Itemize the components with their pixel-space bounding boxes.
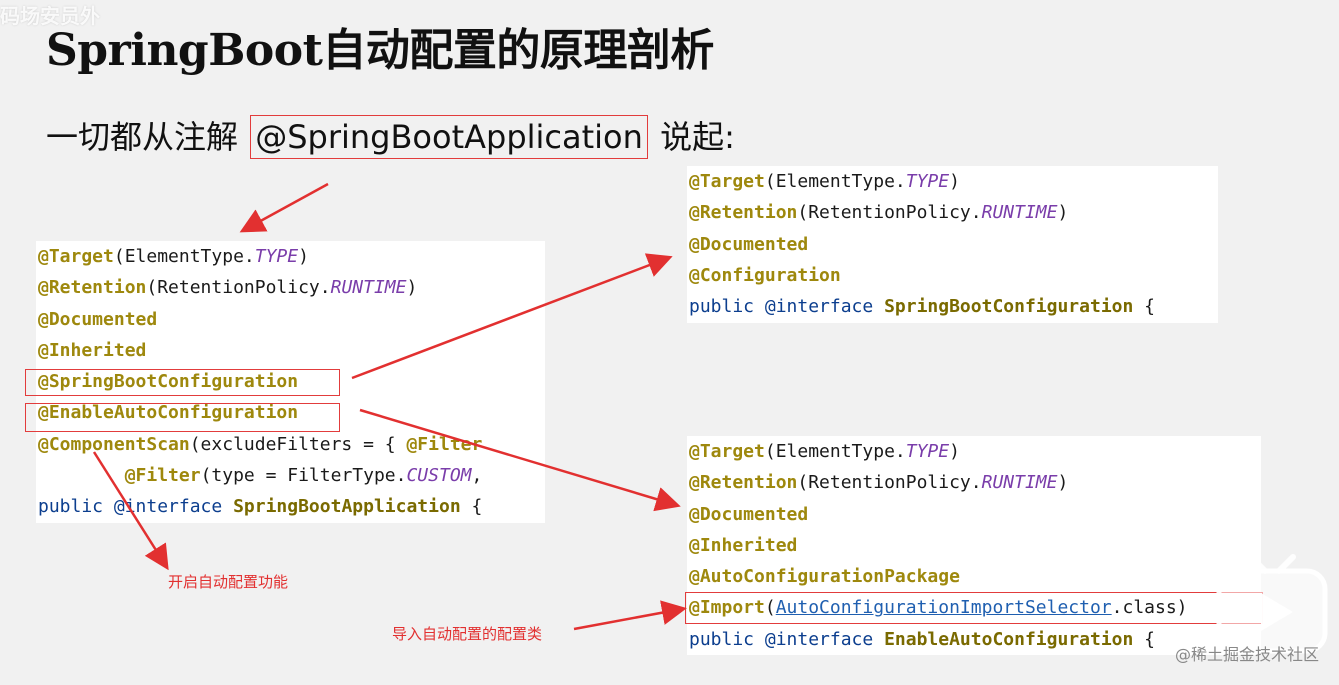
note-import-selector: 导入自动配置的配置类 <box>392 625 543 643</box>
code-block-springbootconfiguration: @Target(ElementType.TYPE)@Retention(Rete… <box>687 166 1218 323</box>
code-token: RUNTIME <box>981 472 1058 494</box>
code-token: @Target <box>689 171 765 192</box>
slide-title: SpringBoot自动配置的原理剖析 <box>46 25 714 76</box>
code-token: ) <box>406 277 418 299</box>
code-token: ) <box>949 171 960 192</box>
code-line: @Filter(type = FilterType.CUSTOM, <box>38 460 545 491</box>
code-token: @SpringBootConfiguration <box>38 371 299 393</box>
code-line: @SpringBootConfiguration <box>38 366 545 397</box>
code-token: ) <box>949 441 960 462</box>
code-token: @Documented <box>689 233 809 255</box>
channel-watermark: 码场安员外 <box>0 4 100 28</box>
code-token: @Documented <box>38 308 158 330</box>
code-token: EnableAutoConfiguration <box>884 628 1134 650</box>
code-token: { <box>1133 628 1156 650</box>
code-token: ( <box>764 597 776 619</box>
code-token: public @interface <box>38 496 234 518</box>
code-token: public @interface <box>689 628 885 650</box>
code-block-springbootapplication: @Target(ElementType.TYPE)@Retention(Rete… <box>36 241 545 523</box>
code-line: @Import(AutoConfigurationImportSelector.… <box>689 592 1261 623</box>
subtitle-suffix: 说起: <box>660 118 735 156</box>
code-token: , <box>471 465 483 487</box>
code-token: RUNTIME <box>981 202 1058 224</box>
code-line: @AutoConfigurationPackage <box>689 561 1261 592</box>
code-line: @Inherited <box>689 530 1261 561</box>
code-token: @Filter <box>124 465 201 487</box>
code-line: @Target(ElementType.TYPE) <box>38 241 545 272</box>
code-token: SpringBootApplication <box>233 496 461 518</box>
code-token: (ElementType. <box>764 441 906 462</box>
code-token: @Filter <box>406 433 483 455</box>
code-token: CUSTOM <box>406 465 472 487</box>
code-token: { <box>460 496 483 518</box>
highlight-box-springbootconfiguration <box>25 369 340 396</box>
code-token: { <box>1133 296 1156 318</box>
code-line: @EnableAutoConfiguration <box>38 397 545 428</box>
code-token: @Import <box>689 597 765 619</box>
code-line: @Inherited <box>38 335 545 366</box>
code-line: @Documented <box>38 304 545 335</box>
code-token: AutoConfigurationImportSelector <box>775 597 1112 619</box>
slide-subtitle: 一切都从注解 @SpringBootApplication 说起: <box>46 112 735 159</box>
code-line: @ComponentScan(excludeFilters = { @Filte… <box>38 429 545 460</box>
code-token: @ComponentScan <box>38 433 190 455</box>
code-block-enableautoconfiguration: @Target(ElementType.TYPE)@Retention(Rete… <box>687 436 1261 655</box>
code-line: public @interface SpringBootApplication … <box>38 491 545 522</box>
code-token: TYPE <box>905 441 950 462</box>
arrow-to-enableautoconfiguration <box>359 408 681 512</box>
code-line: public @interface SpringBootConfiguratio… <box>689 291 1218 322</box>
code-line: @Documented <box>689 499 1261 530</box>
highlight-box-enableautoconfiguration <box>25 403 340 432</box>
code-token: TYPE <box>905 171 950 192</box>
subtitle-prefix: 一切都从注解 <box>46 118 239 156</box>
code-token: @Documented <box>689 503 809 525</box>
code-token: @Target <box>38 246 114 267</box>
code-token: @Retention <box>38 277 147 299</box>
code-token: .class) <box>1111 597 1188 619</box>
code-token: ) <box>1057 202 1069 224</box>
arrow-to-springbootconfiguration <box>351 253 673 380</box>
code-line: @Target(ElementType.TYPE) <box>689 166 1218 197</box>
code-token: SpringBootConfiguration <box>884 296 1134 318</box>
code-token: @Inherited <box>38 339 147 361</box>
code-line: public @interface EnableAutoConfiguratio… <box>689 624 1261 655</box>
code-token: (RetentionPolicy. <box>797 202 982 224</box>
code-token: (ElementType. <box>113 246 255 267</box>
subtitle-highlight: @SpringBootApplication <box>250 115 648 159</box>
note-enable-auto-config: 开启自动配置功能 <box>168 573 289 591</box>
code-token: @Inherited <box>689 534 798 556</box>
code-token: ) <box>298 246 309 267</box>
code-line: @Configuration <box>689 260 1218 291</box>
code-token: @EnableAutoConfiguration <box>38 402 299 424</box>
code-line: @Retention(RetentionPolicy.RUNTIME) <box>689 467 1261 498</box>
code-line: @Retention(RetentionPolicy.RUNTIME) <box>38 272 545 303</box>
code-line: @Target(ElementType.TYPE) <box>689 436 1261 467</box>
code-token: (RetentionPolicy. <box>797 472 982 494</box>
code-token: @Retention <box>689 202 798 224</box>
arrow-import-note <box>573 600 687 631</box>
code-line: @Documented <box>689 229 1218 260</box>
code-token: RUNTIME <box>330 277 407 299</box>
video-logo-icon <box>1216 554 1328 654</box>
code-token: TYPE <box>254 246 299 267</box>
arrow-enable-note <box>92 451 169 571</box>
code-token: @Configuration <box>689 264 841 286</box>
code-token: (type = FilterType. <box>200 465 407 487</box>
code-token: ) <box>1057 472 1069 494</box>
arrow-to-main-code <box>239 182 329 233</box>
code-token: @AutoConfigurationPackage <box>689 566 960 588</box>
code-token: @Target <box>689 441 765 462</box>
code-line: @Retention(RetentionPolicy.RUNTIME) <box>689 197 1218 228</box>
site-watermark: @稀土掘金技术社区 <box>1174 645 1319 664</box>
code-token: @Retention <box>689 472 798 494</box>
code-token: (excludeFilters = { <box>189 433 407 455</box>
code-token: (RetentionPolicy. <box>146 277 331 299</box>
code-token: public @interface <box>689 296 885 318</box>
code-token: (ElementType. <box>764 171 906 192</box>
